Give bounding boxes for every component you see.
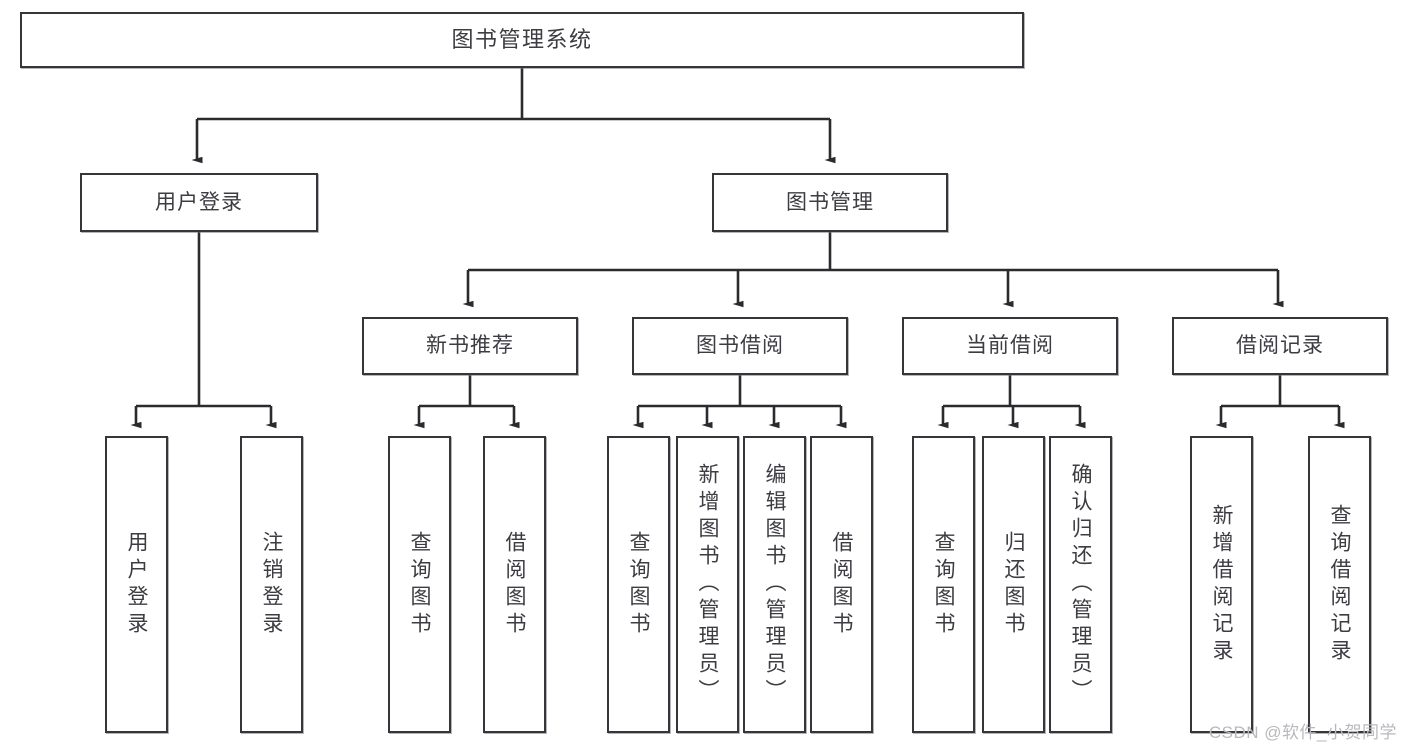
- node-book-borrow[interactable]: 图书借阅: [632, 317, 848, 375]
- node-label: 借阅记录: [1236, 334, 1324, 358]
- node-label: 借阅图书: [503, 530, 526, 639]
- node-label: 用户登录: [155, 190, 243, 214]
- node-label: 查询图书: [408, 530, 431, 639]
- node-book-management[interactable]: 图书管理: [712, 173, 948, 232]
- node-label: 用户登录: [125, 530, 148, 639]
- node-current-borrow[interactable]: 当前借阅: [902, 317, 1118, 375]
- node-label: 新书推荐: [426, 334, 514, 358]
- node-leaf-borrow-book-newbook[interactable]: 借阅图书: [483, 436, 546, 733]
- node-leaf-query-book-borrow[interactable]: 查询图书: [607, 436, 670, 733]
- node-leaf-borrow-book[interactable]: 借阅图书: [810, 436, 873, 733]
- node-leaf-edit-book-admin[interactable]: 编辑图书（管理员）: [743, 436, 806, 733]
- node-leaf-confirm-return-admin[interactable]: 确认归还（管理员）: [1049, 436, 1112, 733]
- node-leaf-add-book-admin[interactable]: 新增图书（管理员）: [676, 436, 739, 733]
- node-leaf-query-book-current[interactable]: 查询图书: [912, 436, 975, 733]
- node-user-login[interactable]: 用户登录: [80, 173, 318, 232]
- node-label: 确认归还（管理员）: [1069, 463, 1092, 706]
- node-label: 新增图书（管理员）: [696, 463, 719, 706]
- node-label: 注销登录: [260, 530, 283, 639]
- node-borrow-record[interactable]: 借阅记录: [1172, 317, 1388, 375]
- node-leaf-query-borrow-record[interactable]: 查询借阅记录: [1308, 436, 1371, 733]
- node-leaf-return-book[interactable]: 归还图书: [982, 436, 1045, 733]
- node-label: 查询图书: [627, 530, 650, 639]
- node-leaf-add-borrow-record[interactable]: 新增借阅记录: [1190, 436, 1253, 733]
- node-book-management-system[interactable]: 图书管理系统: [20, 12, 1024, 68]
- node-label: 查询图书: [932, 530, 955, 639]
- node-leaf-query-book-newbook[interactable]: 查询图书: [388, 436, 451, 733]
- node-label: 图书管理: [786, 190, 874, 214]
- node-label: 归还图书: [1002, 530, 1025, 639]
- node-label: 新增借阅记录: [1210, 503, 1233, 666]
- node-leaf-logout[interactable]: 注销登录: [240, 436, 303, 733]
- node-label: 查询借阅记录: [1328, 503, 1351, 666]
- node-label: 图书管理系统: [451, 26, 593, 52]
- node-label: 当前借阅: [966, 334, 1054, 358]
- node-label: 编辑图书（管理员）: [763, 463, 786, 706]
- node-label: 借阅图书: [830, 530, 853, 639]
- node-leaf-user-login[interactable]: 用户登录: [105, 436, 168, 733]
- node-new-book-recommend[interactable]: 新书推荐: [362, 317, 578, 375]
- node-label: 图书借阅: [696, 334, 784, 358]
